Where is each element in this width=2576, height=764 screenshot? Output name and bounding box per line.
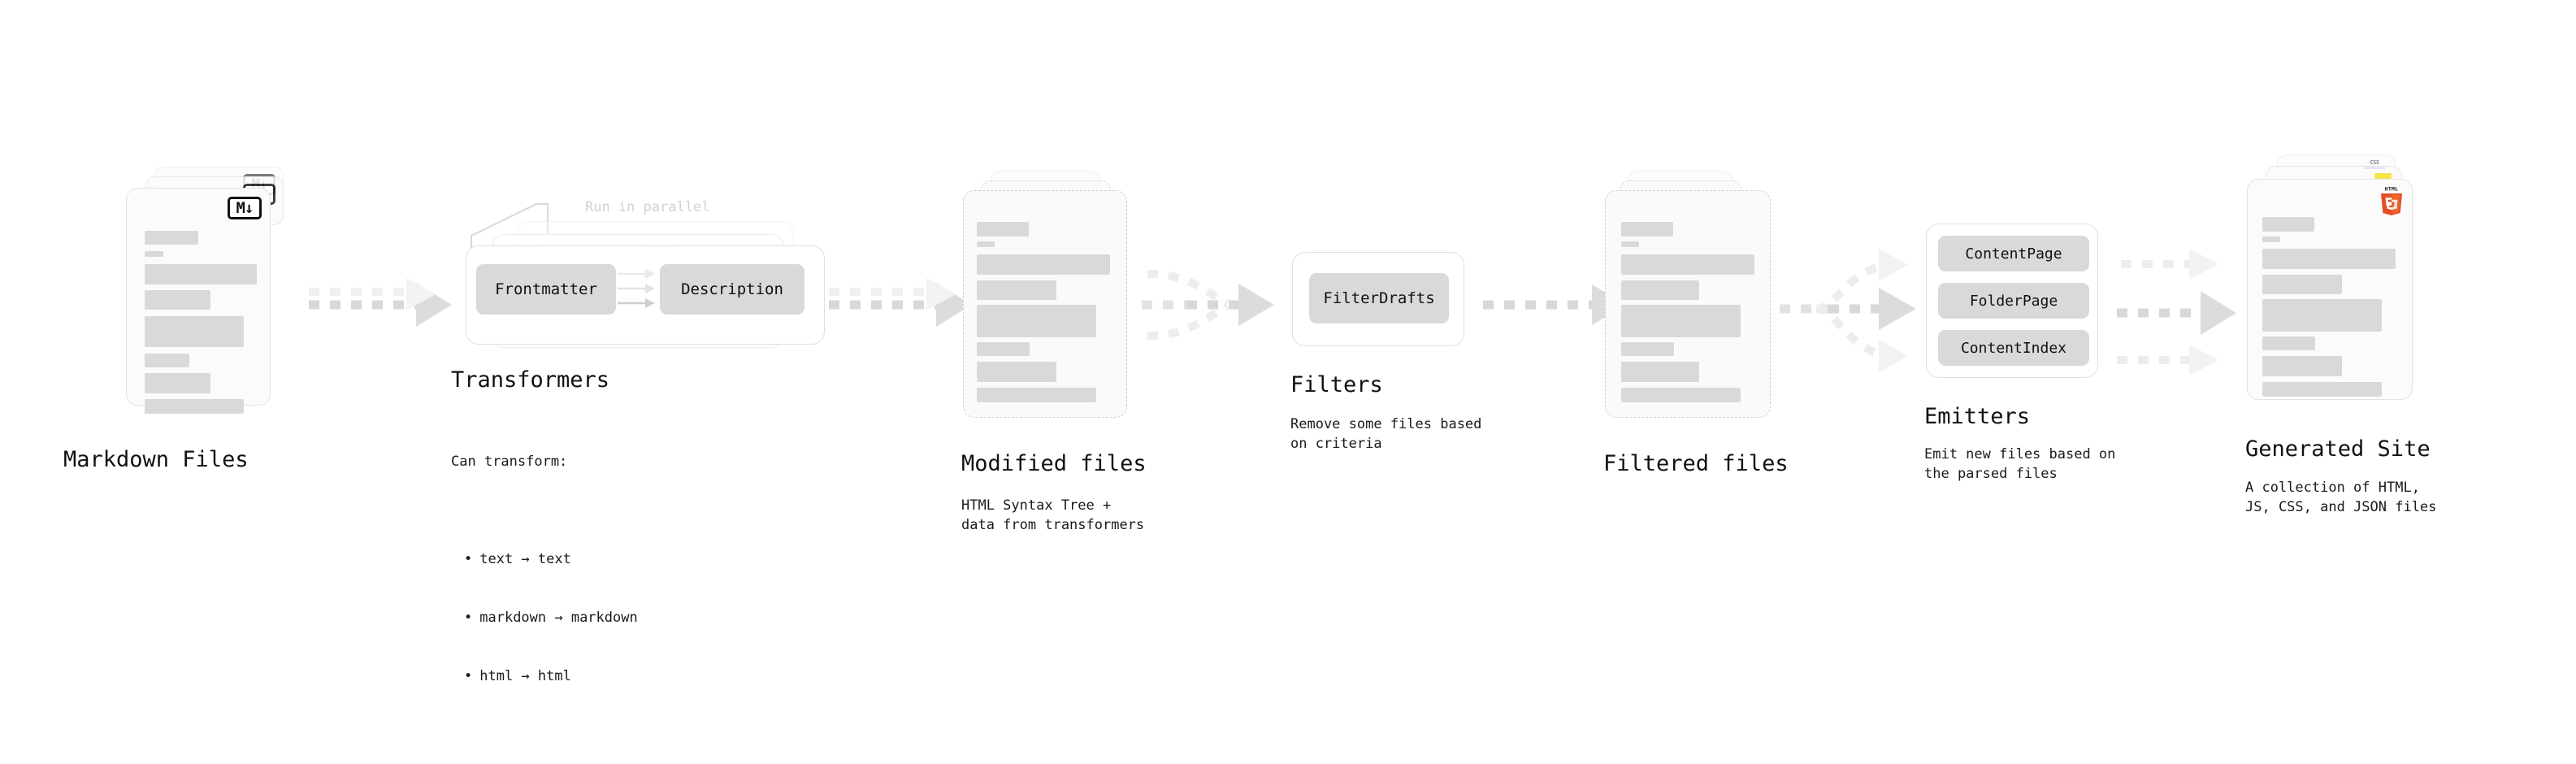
- stage-title: Modified files: [961, 451, 1147, 476]
- stage-title: Filters: [1290, 372, 1383, 397]
- site-card-front[interactable]: HTML: [2247, 179, 2413, 400]
- skeleton-line: [2262, 299, 2382, 332]
- skeleton-subtitle: [145, 251, 163, 257]
- skeleton-subtitle: [1621, 241, 1639, 247]
- css-icon-label: CSS: [2370, 159, 2379, 166]
- skeleton-line: [145, 399, 244, 414]
- connector-filtered-to-emitters: [1780, 249, 1916, 372]
- run-in-parallel-label: Run in parallel: [585, 199, 710, 215]
- skeleton-line: [977, 388, 1096, 402]
- filters-box[interactable]: FilterDrafts: [1292, 252, 1464, 346]
- skeleton-title: [145, 231, 198, 245]
- chip-folderpage[interactable]: FolderPage: [1938, 283, 2089, 319]
- connector-emitters-to-site: [2117, 249, 2236, 375]
- stage-description: A collection of HTML, JS, CSS, and JSON …: [2245, 480, 2437, 515]
- skeleton-line: [977, 342, 1030, 356]
- bullet-item: markdown → markdown: [464, 608, 637, 627]
- skeleton-line: [145, 316, 244, 347]
- stage-description: Can transform: text → text markdown → ma…: [451, 413, 638, 764]
- skeleton-line: [1621, 388, 1741, 402]
- skeleton-line: [2262, 275, 2342, 294]
- emitters-box[interactable]: ContentPage FolderPage ContentIndex: [1926, 224, 2098, 378]
- markdown-icon: M↓: [228, 197, 262, 219]
- bullet-item: text → text: [464, 549, 638, 569]
- markdown-icon-glyph: M↓: [236, 199, 254, 217]
- skeleton-line: [977, 254, 1110, 275]
- skeleton-line: [977, 280, 1056, 300]
- bullet-item: html → html: [464, 666, 638, 686]
- skeleton-line: [977, 362, 1056, 382]
- chip-filterdrafts[interactable]: FilterDrafts: [1309, 273, 1449, 323]
- skeleton-line: [977, 305, 1096, 337]
- stage-title: Emitters: [1924, 404, 2031, 429]
- connector-modified-to-filters: [1142, 270, 1274, 340]
- filtered-card-stack: [1605, 171, 1780, 431]
- stage-description: Emit new files based on the parsed files: [1924, 446, 2116, 482]
- skeleton-line: [1621, 342, 1674, 356]
- filtered-card-front[interactable]: [1605, 190, 1771, 418]
- transformer-box-front[interactable]: Frontmatter Description: [466, 245, 825, 345]
- skeleton-line: [2262, 249, 2396, 269]
- skeleton-line: [2262, 336, 2315, 350]
- description-heading: Can transform:: [451, 454, 568, 470]
- connector-md-to-transformers: [309, 278, 452, 327]
- skeleton-line: [145, 373, 210, 393]
- svg-text:HTML: HTML: [2385, 186, 2399, 193]
- stage-title: Filtered files: [1603, 451, 1789, 476]
- stage-title: Generated Site: [2245, 436, 2431, 462]
- site-card-stack: CSS HTML: [2247, 154, 2442, 423]
- chip-contentindex[interactable]: ContentIndex: [1938, 330, 2089, 366]
- chip-contentpage[interactable]: ContentPage: [1938, 236, 2089, 271]
- modified-card-front[interactable]: [963, 190, 1127, 418]
- stage-title: Transformers: [451, 367, 610, 393]
- skeleton-subtitle: [977, 241, 995, 247]
- pipeline-diagram: M↓ M↓ M↓ Markdow: [0, 0, 2576, 681]
- skeleton-line: [1621, 280, 1699, 300]
- skeleton-line: [1621, 305, 1741, 337]
- skeleton-line: [1621, 362, 1699, 382]
- stage-description: Remove some files based on criteria: [1290, 416, 1482, 452]
- transform-bullet-list: text → text markdown → markdown html → h…: [451, 510, 638, 725]
- skeleton-line: [145, 354, 189, 367]
- run-in-parallel-bracket: [470, 202, 549, 250]
- skeleton-line: [145, 264, 257, 284]
- stage-title: Markdown Files: [63, 447, 249, 472]
- stage-modified-files: Modified files HTML Syntax Tree + data f…: [961, 171, 1147, 533]
- html5-icon: HTML: [2381, 186, 2402, 215]
- skeleton-title: [1621, 222, 1673, 237]
- stage-generated-site: CSS HTML: [2245, 154, 2442, 515]
- chip-frontmatter[interactable]: Frontmatter: [476, 264, 616, 315]
- chip-description[interactable]: Description: [660, 264, 804, 315]
- skeleton-line: [2262, 382, 2382, 397]
- transformer-inner-arrows: [618, 269, 655, 308]
- skeleton-subtitle: [2262, 237, 2280, 242]
- skeleton-line: [2262, 356, 2342, 376]
- modified-card-stack: [963, 171, 1138, 431]
- stage-description: HTML Syntax Tree + data from transformer…: [961, 497, 1145, 533]
- stage-filtered-files: Filtered files: [1603, 171, 1789, 476]
- markdown-card-front[interactable]: M↓: [126, 188, 271, 414]
- markdown-card-stack: M↓ M↓ M↓: [126, 167, 301, 419]
- skeleton-line: [1621, 254, 1754, 275]
- connector-transformers-to-modified: [829, 278, 972, 327]
- skeleton-title: [977, 222, 1029, 237]
- skeleton-title: [2262, 217, 2314, 232]
- stage-markdown-files: M↓ M↓ M↓ Markdow: [63, 167, 301, 472]
- skeleton-line: [145, 290, 210, 310]
